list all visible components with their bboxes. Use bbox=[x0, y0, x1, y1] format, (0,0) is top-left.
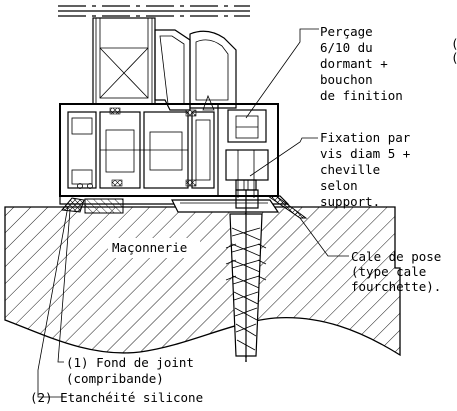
edge-fragment-2: ( bbox=[451, 50, 457, 65]
percage-line-2: 6/10 du bbox=[320, 40, 373, 55]
top-glazing-lines bbox=[58, 5, 250, 17]
screw-anchor bbox=[225, 189, 267, 362]
upper-sash bbox=[92, 17, 237, 111]
percage-line-3: dormant + bbox=[320, 56, 388, 71]
percage-line-5: de finition bbox=[320, 88, 403, 103]
cale-line-3: fourchette). bbox=[351, 279, 441, 294]
edge-fragment: ( ( bbox=[451, 36, 457, 65]
fond-joint-line-1: (1) Fond de joint bbox=[66, 355, 194, 370]
cale-line-2: (type cale bbox=[351, 264, 426, 279]
main-frame bbox=[59, 103, 290, 205]
label-cale: Cale de pose (type cale fourchette). bbox=[351, 249, 441, 294]
label-etancheite: (2) Etanchéité silicone bbox=[30, 390, 203, 405]
label-fixation: Fixation par vis diam 5 + cheville selon… bbox=[320, 130, 411, 209]
label-percage: Perçage 6/10 du dormant + bouchon de fin… bbox=[320, 24, 403, 103]
cale-line-1: Cale de pose bbox=[351, 249, 441, 264]
fixation-line-1: Fixation par bbox=[320, 130, 411, 145]
label-maconnerie: Maçonnerie bbox=[112, 240, 187, 255]
fixation-line-3: cheville bbox=[320, 162, 380, 177]
edge-fragment-1: ( bbox=[451, 36, 457, 51]
fixation-line-2: vis diam 5 + bbox=[320, 146, 410, 161]
masonry-block bbox=[4, 206, 401, 357]
fixation-line-5: support. bbox=[320, 194, 380, 209]
leader-lines bbox=[37, 28, 349, 398]
joint-elements bbox=[61, 195, 308, 219]
percage-line-4: bouchon bbox=[320, 72, 373, 87]
percage-line-1: Perçage bbox=[320, 24, 373, 39]
fond-joint-line-2: (compribande) bbox=[66, 371, 164, 386]
label-fond-joint: (1) Fond de joint (compribande) bbox=[66, 355, 194, 386]
fixation-line-4: selon bbox=[320, 178, 358, 193]
